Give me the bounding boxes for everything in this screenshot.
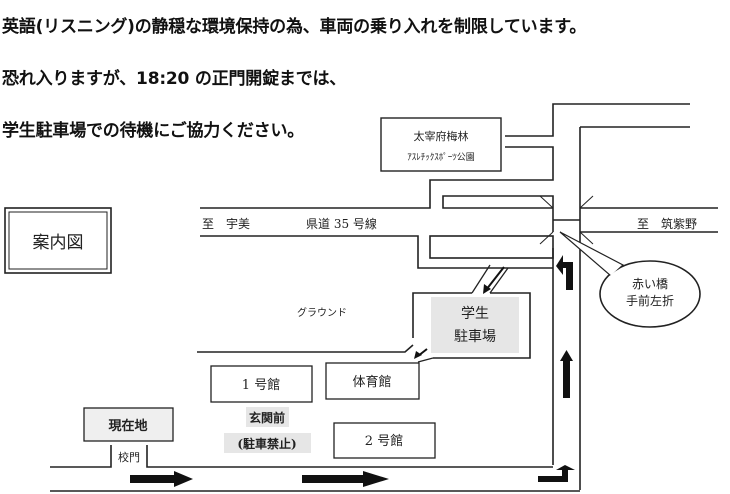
- arrow-turn-stem: [562, 470, 568, 482]
- arrow-up-head: [560, 350, 573, 361]
- driveway-edge: [489, 267, 509, 294]
- bridge-tick: [579, 195, 594, 209]
- entrance-highlight-1: [246, 407, 289, 427]
- building2-label: 2 号館: [365, 434, 403, 449]
- bridge-tick: [579, 231, 594, 245]
- to-chikushino-label: 至 筑紫野: [637, 216, 697, 231]
- driveway-edge: [471, 264, 491, 294]
- arrow-turn-head: [556, 465, 575, 470]
- arrow-right-2-head: [363, 471, 389, 487]
- building1-label: 1 号館: [242, 378, 280, 393]
- road-top-outer: [505, 103, 690, 137]
- arrow-right-1-shaft: [130, 475, 175, 483]
- parking-outline-left: [412, 292, 472, 338]
- road-prefectural-north: [200, 146, 554, 209]
- arrow-up-shaft: [563, 360, 570, 398]
- arrow-to-gym-head: [414, 351, 422, 359]
- road-bottom-north: [146, 445, 553, 468]
- arrow-into-parking-head: [483, 284, 491, 294]
- road-bottom-north-west: [50, 445, 112, 468]
- median-strip: [442, 195, 554, 209]
- arrow-left-turn-bar: [562, 262, 573, 268]
- median-south: [429, 235, 554, 259]
- bridge-tick: [539, 195, 554, 209]
- parking-highlight: [431, 297, 519, 353]
- current-location-label: 現在地: [108, 418, 147, 434]
- parking-label-line1: 学生: [461, 306, 489, 322]
- callout-line2: 手前左折: [626, 293, 674, 308]
- map-title-inner-border: [8, 211, 108, 270]
- arrow-right-2-shaft: [302, 475, 364, 483]
- arrow-left-turn-head: [556, 255, 563, 275]
- bridge-tick: [539, 231, 554, 245]
- road-prefectural-south: [200, 235, 553, 269]
- callout-fill: [601, 262, 699, 326]
- entrance-label-line1: 玄関前: [249, 410, 285, 425]
- parking-label-line2: 駐車場: [454, 328, 496, 345]
- map-title: 案内図: [33, 233, 84, 253]
- park-name-line1: 太宰府梅林: [414, 129, 469, 143]
- arrow-into-parking-line: [485, 266, 505, 291]
- school-gate-label: 校門: [118, 450, 140, 464]
- parking-outline-right: [433, 292, 531, 359]
- entrance-label-line2: (駐車禁止): [237, 436, 296, 451]
- notice-line-1: 英語(リスニング)の静穏な環境保持の為、車両の乗り入れを制限しています。: [2, 17, 587, 37]
- route-name-label: 県道 35 号線: [306, 216, 377, 231]
- ground-south-line: [197, 344, 414, 353]
- building2-box: [333, 422, 436, 459]
- notice-line-2: 恐れ入りますが、18:20 の正門開錠までは、: [2, 69, 347, 89]
- entrance-highlight-2: [224, 433, 311, 453]
- driveway-edge: [417, 357, 434, 363]
- map-title-box: [4, 207, 112, 274]
- park-name-line2: ｱｽﾚﾁｯｸｽﾎﾟｰﾂ公園: [407, 152, 475, 163]
- notice-line-3: 学生駐車場での待機にご協力ください。: [2, 121, 305, 141]
- callout-line1: 赤い橋: [632, 277, 668, 291]
- park-box: [380, 117, 502, 172]
- gym-box: [325, 362, 420, 400]
- current-location-box: [83, 407, 174, 442]
- gym-label: 体育館: [352, 374, 391, 390]
- ground-label: グラウンド: [297, 306, 347, 319]
- arrow-right-1-head: [174, 471, 193, 487]
- to-umi-label: 至 宇美: [202, 217, 250, 231]
- building1-box: [210, 365, 313, 403]
- arrow-left-turn-shaft: [566, 262, 573, 290]
- arrow-turn-shaft: [538, 476, 568, 482]
